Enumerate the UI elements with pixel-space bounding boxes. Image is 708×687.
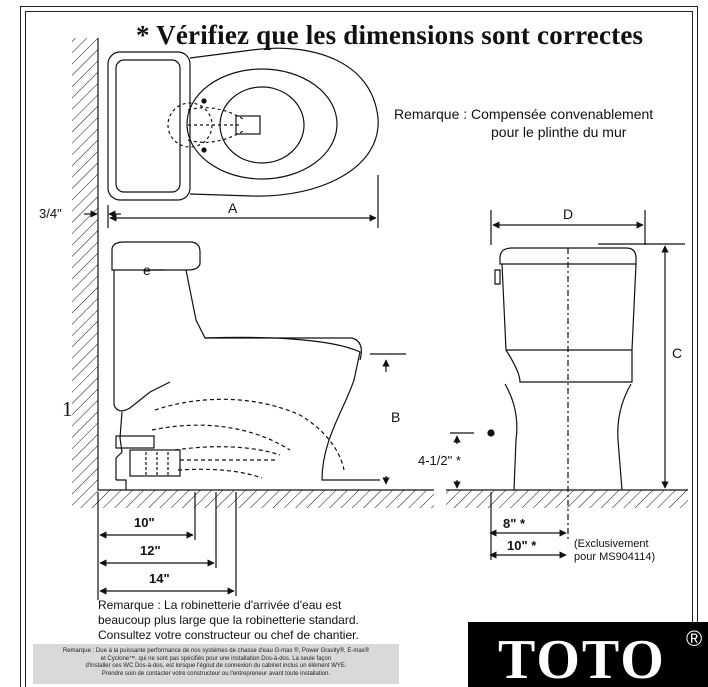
fineprint-line2: et Cyclone™, qui ne sont pas spécifiés p… [100, 655, 332, 662]
remark-wall-offset-line1: Remarque : Compensée convenablement [394, 106, 654, 122]
fineprint-line3: d'installer ces WC Dos-à-dos, est lorsqu… [85, 663, 347, 670]
label-b: B [391, 409, 401, 425]
label-c: C [672, 345, 683, 361]
toilet-front-view [494, 247, 637, 540]
remark-supply-line1: Remarque : La robinetterie d'arrivée d'e… [98, 598, 342, 612]
wall-hatch [72, 38, 99, 490]
label-rough-14: 14" [149, 571, 170, 586]
remark-wall-offset-line2: pour le plinthe du mur [491, 124, 627, 140]
exclusive-note-line1: (Exclusivement [574, 538, 649, 550]
logo-text: TOTO [498, 629, 666, 687]
fineprint-line4: Prendre soin de contacter votre construc… [101, 670, 331, 677]
dimension-supply-height [450, 429, 495, 489]
dimension-d [490, 210, 646, 245]
dimension-a [107, 175, 379, 228]
remark-supply-line2: beaucoup plus large que la robinetterie … [98, 613, 359, 627]
label-front-8: 8" * [503, 516, 526, 531]
label-a: A [228, 200, 238, 216]
remark-supply: Remarque : La robinetterie d'arrivée d'e… [98, 598, 359, 643]
page-border [20, 6, 698, 687]
remark-wall-offset: Remarque : Compensée convenablement pour… [394, 105, 653, 141]
dimension-front-offsets [489, 492, 567, 560]
label-front-10: 10" * [507, 538, 537, 553]
floor-hatch [72, 489, 434, 508]
label-d: D [563, 206, 574, 222]
toto-logo: TOTO ® [468, 622, 708, 687]
remark-supply-line3: Consultez votre constructeur ou chef de … [98, 628, 359, 642]
fineprint-line1: Remarque : Due à la puissante performanc… [62, 648, 370, 654]
exclusive-note: (Exclusivement pour MS904114) [574, 538, 655, 564]
registered-mark: ® [686, 626, 703, 651]
fineprint-box: Remarque : Due à la puissante performanc… [33, 644, 399, 684]
exclusive-note-line2: pour MS904114) [574, 551, 656, 563]
page-border-inner [25, 11, 693, 687]
label-rough-12: 12" [140, 543, 161, 558]
toilet-top-view [107, 47, 379, 201]
rough-in-dimensions [97, 492, 237, 600]
label-rough-10: 10" [134, 515, 155, 530]
label-supply-height: 4-1/2" * [418, 453, 461, 468]
svg-text:e: e [143, 262, 151, 278]
side-number: 1 [62, 397, 73, 421]
label-wall-offset: 3/4" [39, 206, 62, 221]
floor-hatch-front [446, 489, 688, 508]
dimension-b [370, 353, 406, 485]
toilet-side-view: e [111, 241, 380, 490]
page-title: * Vérifiez que les dimensions sont corre… [136, 20, 644, 50]
dimension-c [598, 243, 685, 489]
